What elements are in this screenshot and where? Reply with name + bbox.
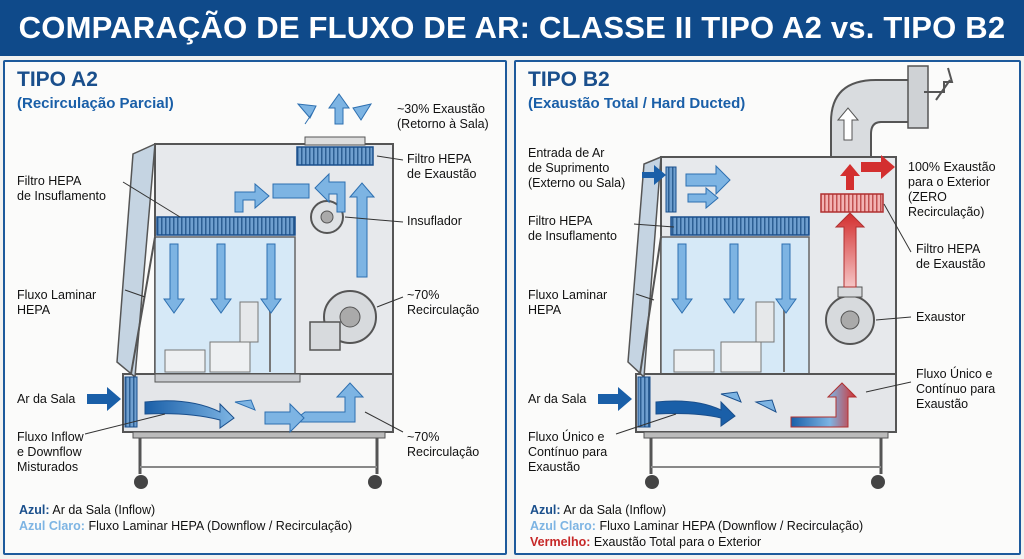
b2-supply-hepa [670,216,810,236]
a2-exhaust-hepa [296,146,374,166]
a2-hepa-exhaust-label-2: de Exaustão [407,167,477,181]
b2-legend-red: Vermelho: Exaustão Total para o Exterior [530,534,761,550]
b2-front-grille [637,376,651,428]
page-title: COMPARAÇÃO DE FLUXO DE AR: CLASSE II TIP… [0,0,1024,56]
b2-single-right-label-1: Fluxo Único e [916,367,993,381]
a2-sash-glass [116,142,156,379]
a2-room-air-arrow [87,387,121,411]
panel-type-a2: TIPO A2 (Recirculação Parcial) ~30% Exau… [3,60,507,555]
b2-exhauster-label: Exaustor [916,310,966,324]
a2-equipment-box [164,349,206,373]
a2-hepa-supply-label-1: Filtro HEPA [17,174,82,188]
a2-downflow-arrows [163,243,282,314]
b2-title: TIPO B2 [528,68,610,91]
b2-hepa-supply-label-1: Filtro HEPA [528,214,593,228]
b2-hepa-exhaust-label-1: Filtro HEPA [916,242,981,256]
a2-mixed-label-3: Misturados [17,460,79,474]
b2-downflow-arrows [671,243,797,314]
b2-sash-glass [627,155,662,379]
b2-legend-red-key: Vermelho: [530,535,591,549]
b2-exhaust-hepa [820,193,884,213]
b2-red-exhaust-arrows [834,155,895,288]
a2-return-room-label: (Retorno à Sala) [397,117,489,131]
b2-legend-red-text: Exaustão Total para o Exterior [593,535,762,549]
b2-legend-blue-text: Ar da Sala (Inflow) [563,503,667,517]
b2-legend-light-key: Azul Claro: [530,519,596,533]
a2-recirc-arrows [234,172,376,434]
b2-cabinet-diagram [598,65,954,489]
a2-legend-blue: Azul: Ar da Sala (Inflow) [19,502,155,518]
a2-wheel-left [134,475,148,489]
b2-equipment-box [673,349,715,373]
a2-equipment-microscope [239,301,259,343]
b2-duct-arrow [836,107,860,141]
a2-laminar-label-2: HEPA [17,303,51,317]
b2-room-air-arrow [598,387,632,411]
b2-inflow-arrows [655,391,777,427]
a2-mixed-label-2: e Downflow [17,445,82,459]
a2-equipment-centrifuge [209,341,251,373]
a2-work-surface [154,373,301,383]
b2-legend-blue-key: Azul: [530,503,561,517]
b2-legend-light-text: Fluxo Laminar HEPA (Downflow / Recircula… [599,519,864,533]
a2-recirc70b-label-2: Recirculação [407,445,480,459]
b2-hepa-supply-label-2: de Insuflamento [528,229,617,243]
b2-exhaust100-label-3: (ZERO [908,190,947,204]
a2-inflow-arrow [144,400,235,429]
b2-single-left-label-1: Fluxo Único e [528,430,605,444]
b2-equipment-centrifuge [720,341,762,373]
b2-bottom-flow-arrow [790,382,858,428]
a2-stand [132,431,386,439]
b2-single-left-label-2: Contínuo para [528,445,608,459]
a2-wheel-right [368,475,382,489]
a2-room-air-label: Ar da Sala [17,392,76,406]
b2-exhaust100-label-4: Recirculação) [908,205,985,219]
a2-subtitle: (Recirculação Parcial) [17,95,174,112]
b2-room-air-label: Ar da Sala [528,392,587,406]
a2-legend-light-text: Fluxo Laminar HEPA (Downflow / Recircula… [88,519,353,533]
b2-wheel-left [645,475,659,489]
b2-laminar-label-2: HEPA [528,303,562,317]
a2-exhaust30-label: ~30% Exaustão [397,102,485,116]
b2-equipment-microscope [755,301,775,343]
b2-supply-intake [665,166,677,213]
b2-supply-label-2: de Suprimento [528,161,610,175]
a2-legend-light: Azul Claro: Fluxo Laminar HEPA (Downflow… [19,518,352,534]
a2-blower-label: Insuflador [407,214,462,228]
b2-exhaust100-label-1: 100% Exaustão [908,160,996,174]
a2-laminar-label-1: Fluxo Laminar [17,288,97,302]
a2-front-grille [124,376,138,428]
a2-hepa-supply-label-2: de Insuflamento [17,189,106,203]
b2-wheel-right [871,475,885,489]
b2-supply-label-3: (Externo ou Sala) [528,176,626,190]
b2-supply-inlet-arrow [642,165,666,185]
a2-top-exhaust-arrows [296,93,373,125]
b2-legend-light: Azul Claro: Fluxo Laminar HEPA (Downflow… [530,518,863,534]
a2-cabinet-diagram [84,93,404,489]
b2-single-right-label-2: Contínuo para [916,382,996,396]
b2-stand [643,431,889,439]
a2-legend-light-key: Azul Claro: [19,519,85,533]
a2-mixed-label-1: Fluxo Inflow [17,430,84,444]
panel-type-b2: TIPO B2 (Exaustão Total / Hard Ducted) E… [514,60,1021,555]
b2-supply-label-1: Entrada de Ar [528,146,605,160]
a2-recirc70a-label-1: ~70% [407,288,440,302]
b2-supply-arrows [685,164,731,210]
b2-legend-blue: Azul: Ar da Sala (Inflow) [530,502,666,518]
b2-single-left-label-3: Exaustão [528,460,581,474]
a2-recirc70b-label-1: ~70% [407,430,440,444]
a2-supply-hepa [156,216,296,236]
b2-single-right-label-3: Exaustão [916,397,969,411]
a2-recirc70a-label-2: Recirculação [407,303,480,317]
b2-exhaust100-label-2: para o Exterior [908,175,990,189]
b2-hepa-exhaust-label-2: de Exaustão [916,257,986,271]
a2-title: TIPO A2 [17,68,98,91]
a2-legend-blue-key: Azul: [19,503,50,517]
b2-laminar-label-1: Fluxo Laminar [528,288,608,302]
a2-legend-blue-text: Ar da Sala (Inflow) [52,503,156,517]
a2-hepa-exhaust-label-1: Filtro HEPA [407,152,472,166]
b2-subtitle: (Exaustão Total / Hard Ducted) [528,95,746,112]
